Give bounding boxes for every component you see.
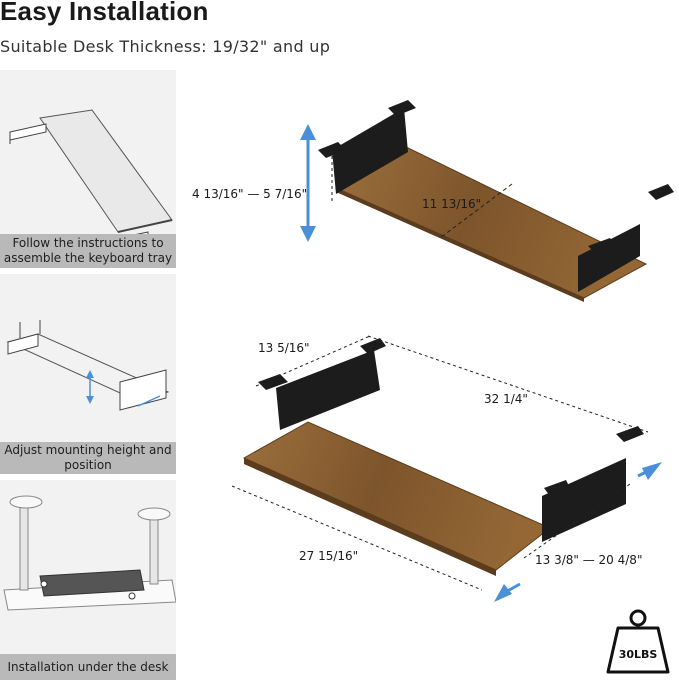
overall-width-dimension: 32 1/4" [484,392,528,406]
step-caption-adjust: Adjust mounting height and position [0,442,176,474]
page-title: Easy Installation [0,0,209,26]
weight-capacity-icon [606,609,670,674]
adjust-illustration [6,320,170,411]
step-panel-assemble: Follow the instructions to assemble the … [0,70,176,268]
page-subtitle: Suitable Desk Thickness: 19/32" and up [0,37,331,56]
weight-capacity-label: 30LBS [618,648,658,661]
tray-depth-dimension: 11 13/16" [422,197,482,211]
tray-width-dimension: 27 15/16" [299,549,359,563]
step-panel-install: Installation under the desk [0,480,176,680]
keyboard-tray-illustration [231,100,674,602]
desk-install-illustration [3,495,176,611]
step-caption-install: Installation under the desk [0,654,176,680]
step-panel-adjust: Adjust mounting height and position [0,274,176,474]
step-caption-assemble: Follow the instructions to assemble the … [0,234,176,268]
bracket-width-dimension: 13 5/16" [258,341,310,355]
height-range-dimension: 4 13/16" — 5 7/16" [192,187,308,201]
slide-range-dimension: 13 3/8" — 20 4/8" [535,553,643,567]
